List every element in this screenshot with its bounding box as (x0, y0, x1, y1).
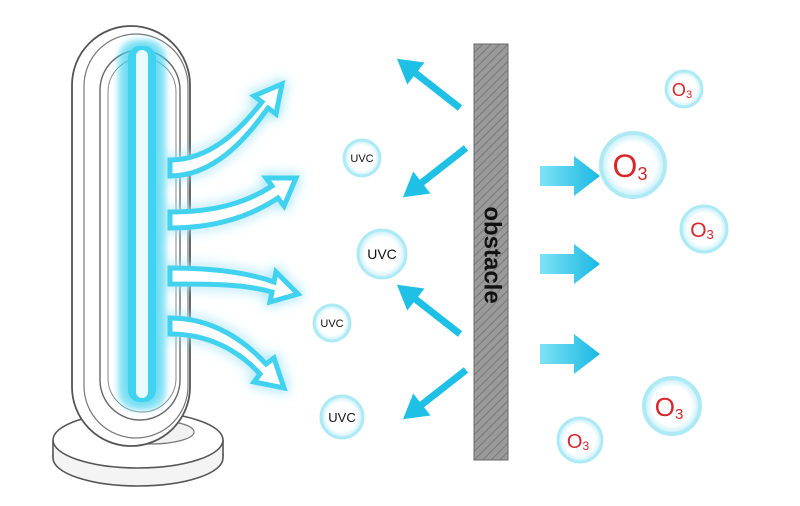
svg-text:O3: O3 (567, 431, 590, 453)
emission-arrows (167, 79, 303, 392)
ozone-subscript: 3 (707, 227, 714, 242)
ozone-bubble: O3 (679, 204, 729, 254)
ozone-bubble: O3 (556, 416, 604, 464)
obstacle-label: obstacle (479, 206, 506, 303)
ozone-symbol: O (690, 219, 706, 242)
right-arrow (540, 156, 600, 196)
ozone-subscript: 3 (582, 439, 589, 453)
ozone-symbol: O (655, 392, 675, 422)
obstacle-wall: obstacle (473, 43, 509, 461)
ozone-subscript: 3 (686, 89, 692, 101)
svg-text:O3: O3 (613, 148, 648, 184)
transmission-arrows (540, 156, 600, 374)
uvc-bubble-label: UVC (367, 246, 397, 262)
emission-arrow (167, 175, 300, 231)
ozone-subscript: 3 (637, 164, 647, 184)
uvc-bubble: UVC (312, 303, 352, 343)
uvc-bubble-label: UVC (328, 410, 355, 425)
reflect-arrow-up-left (396, 284, 463, 337)
emission-arrow (167, 315, 288, 392)
uvc-bubble-label: UVC (350, 153, 373, 165)
uvc-bubble: UVC (342, 138, 382, 178)
ozone-symbol: O (672, 80, 686, 100)
reflection-arrows (396, 58, 469, 420)
ozone-bubble: O3 (664, 69, 704, 109)
emission-arrow (167, 79, 286, 179)
emission-arrow (167, 265, 303, 306)
svg-text:O3: O3 (690, 219, 714, 242)
uvc-bubble-label: UVC (320, 318, 343, 330)
reflect-arrow-down-left (402, 367, 469, 420)
uvc-bubble: UVC (356, 228, 408, 280)
uv-lamp-icon (52, 25, 224, 487)
svg-text:O3: O3 (672, 80, 692, 101)
ozone-bubble: O3 (642, 376, 702, 436)
svg-text:O3: O3 (655, 392, 684, 423)
right-arrow (540, 244, 600, 284)
ozone-bubble: O3 (599, 131, 667, 199)
reflect-arrow-down-left (402, 145, 469, 198)
ozone-symbol: O (567, 431, 583, 453)
reflect-arrow-up-left (396, 58, 463, 111)
ozone-symbol: O (613, 148, 638, 184)
uv-tube (118, 40, 166, 410)
ozone-subscript: 3 (675, 406, 683, 423)
uvc-bubble: UVC (319, 394, 365, 440)
right-arrow (540, 334, 600, 374)
